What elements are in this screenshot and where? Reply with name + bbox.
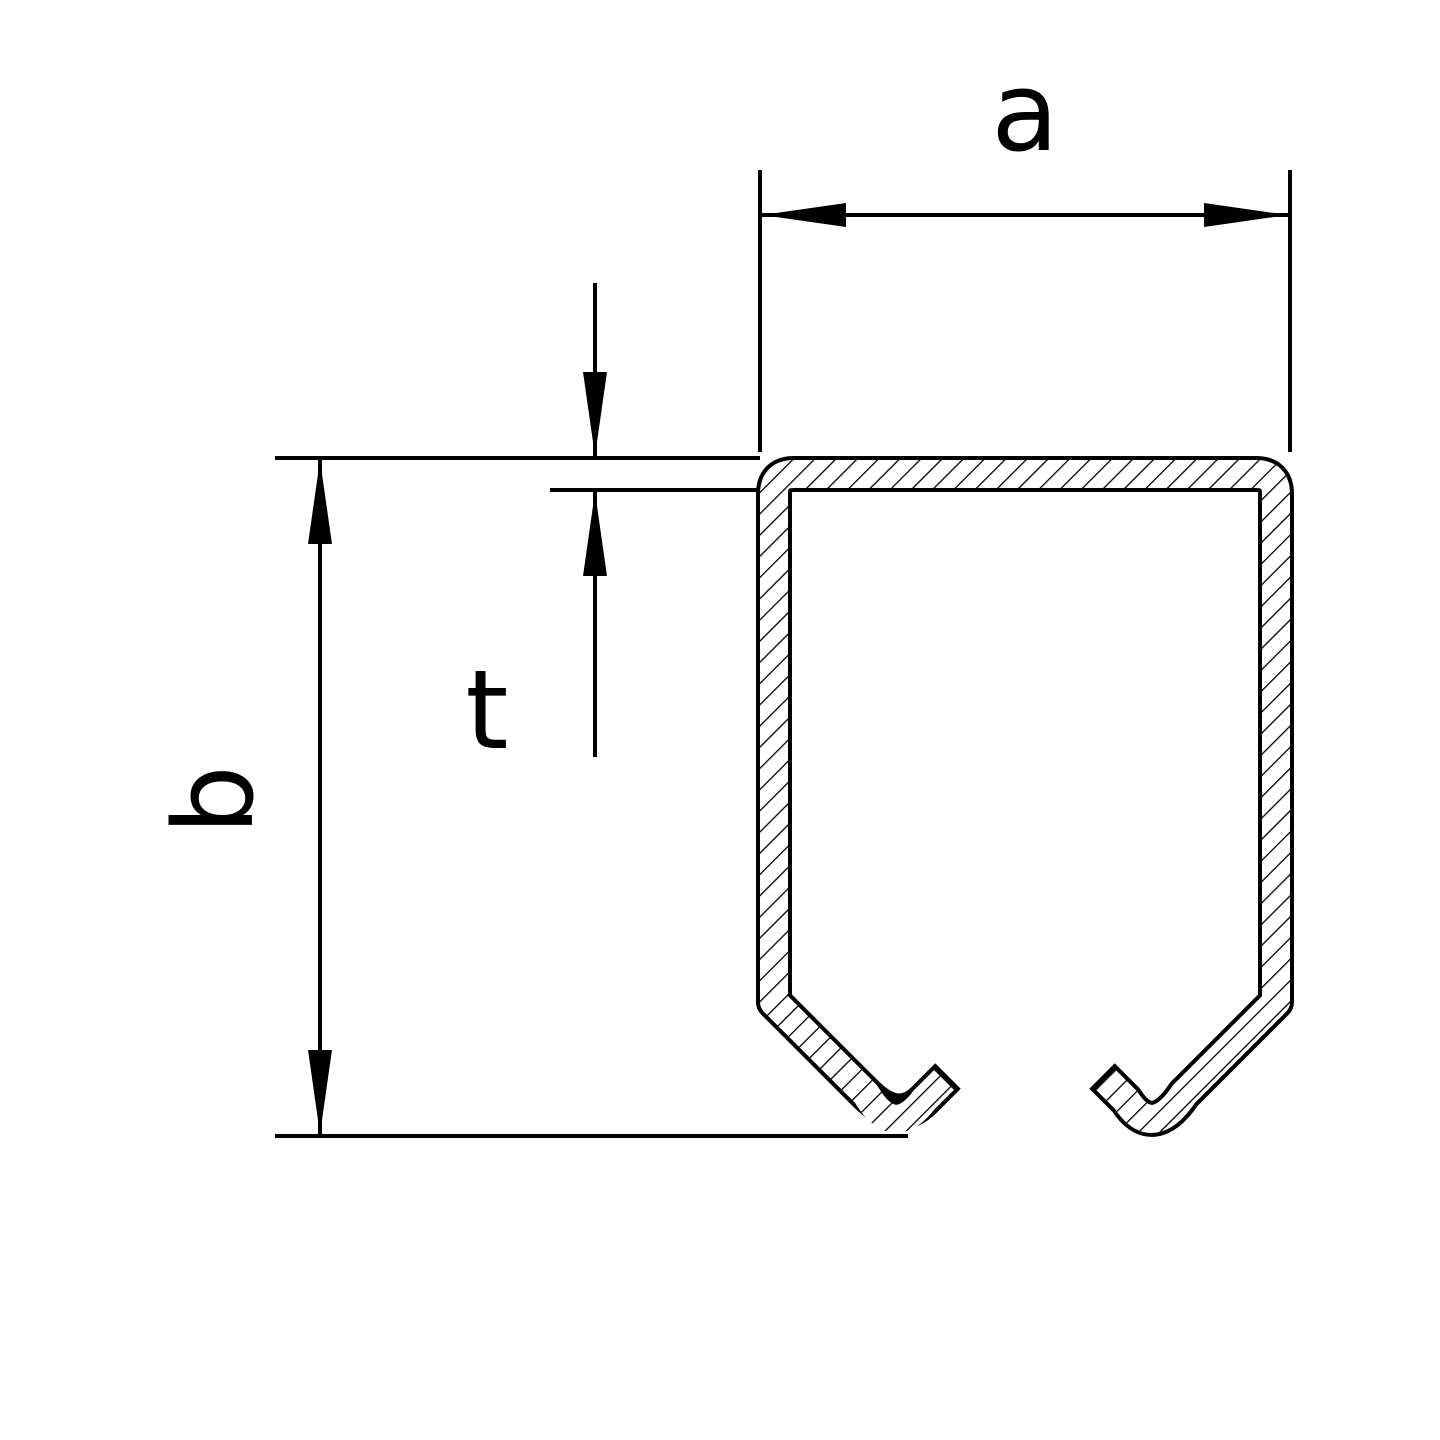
dimension-a: a: [758, 48, 1292, 452]
dimension-b-arrowhead-top: [308, 460, 332, 544]
profile-wall: [760, 460, 1290, 1133]
dimension-t: t: [465, 283, 786, 774]
dimension-b-arrowhead-bottom: [308, 1050, 332, 1134]
dimension-a-label: a: [991, 48, 1058, 176]
dimension-t-arrowhead-up: [583, 492, 607, 576]
profile-outline: [756, 456, 1294, 1137]
dimension-a-arrowhead-left: [762, 203, 846, 227]
dimension-t-arrowhead-down: [583, 372, 607, 456]
dimension-a-arrowhead-right: [1204, 203, 1288, 227]
profile-cross-section: [756, 456, 1294, 1137]
dimension-b: b: [150, 456, 908, 1138]
dimension-b-label: b: [150, 765, 278, 835]
profile-hatching: [760, 460, 1290, 1133]
dimension-t-label: t: [465, 646, 508, 774]
